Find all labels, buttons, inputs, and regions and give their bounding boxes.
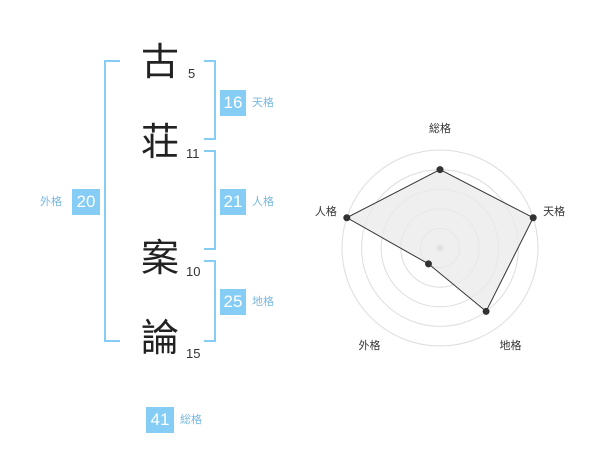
radar-point-4 xyxy=(424,260,432,268)
name-char-2: 荘 xyxy=(140,120,179,164)
gai-label: 外格 xyxy=(40,195,62,208)
gai-bracket xyxy=(104,60,120,342)
radar-axis-label-5: 人格 xyxy=(315,204,337,218)
stroke-count-4: 15 xyxy=(186,346,201,361)
name-char-1: 古 xyxy=(140,40,179,84)
stroke-count-2: 11 xyxy=(186,146,200,161)
radar-axis-label-4: 外格 xyxy=(359,338,381,352)
radar-point-1 xyxy=(436,166,444,174)
radar-axis-label-2: 天格 xyxy=(543,204,565,218)
ten-label: 天格 xyxy=(252,96,274,109)
chi-label: 地格 xyxy=(252,295,274,308)
radar-point-3 xyxy=(482,307,490,315)
chi-bracket xyxy=(204,260,216,342)
radar-axis-label-1: 総格 xyxy=(429,121,451,135)
name-char-4: 論 xyxy=(140,316,179,360)
souka-value-badge: 41 xyxy=(146,407,174,433)
jin-bracket xyxy=(204,150,216,250)
radar-point-5 xyxy=(343,214,351,222)
stroke-count-1: 5 xyxy=(188,66,196,81)
souka-label: 総格 xyxy=(180,413,202,426)
stroke-count-3: 10 xyxy=(186,264,201,279)
chi-value-badge: 25 xyxy=(220,289,246,315)
ten-bracket xyxy=(204,60,216,140)
radar-axis-label-3: 地格 xyxy=(500,338,522,352)
ten-value-badge: 16 xyxy=(220,90,246,116)
radar-area xyxy=(345,169,534,313)
jin-value-badge: 21 xyxy=(220,189,246,215)
jin-label: 人格 xyxy=(252,195,274,208)
radar-point-2 xyxy=(529,214,537,222)
radar-ring xyxy=(341,149,539,347)
name-char-3: 案 xyxy=(140,236,179,280)
gai-value-badge: 20 xyxy=(72,189,100,215)
